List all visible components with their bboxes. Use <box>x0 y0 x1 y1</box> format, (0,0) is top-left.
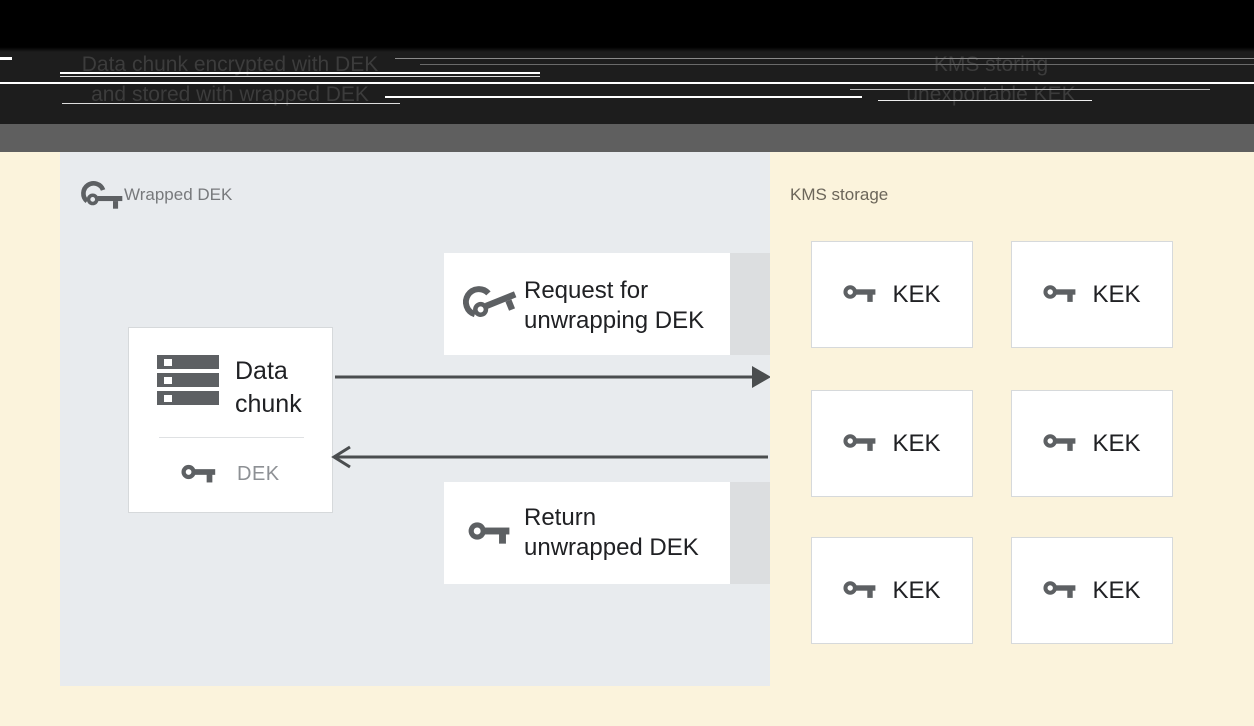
key-icon <box>843 429 879 458</box>
kek-label: KEK <box>1092 576 1141 604</box>
glitch-line <box>385 96 862 98</box>
return-arrowhead-icon <box>331 445 351 469</box>
return-box: Return unwrapped DEK <box>444 482 730 584</box>
return-box-tab <box>730 482 770 584</box>
kek-box-5: KEK <box>811 537 973 644</box>
kek-label: KEK <box>892 576 941 604</box>
glitch-line <box>60 76 540 77</box>
glitch-line <box>60 72 540 74</box>
request-box: Request for unwrapping DEK <box>444 253 730 355</box>
caption-left: Data chunk encrypted with DEK and stored… <box>60 50 400 110</box>
kek-label: KEK <box>892 429 941 457</box>
request-box-label: Request for unwrapping DEK <box>524 276 704 336</box>
glitch-line <box>878 100 1092 101</box>
divider <box>159 437 304 438</box>
key-icon <box>1043 429 1079 458</box>
data-chunk-box: Data chunk DEK <box>128 327 333 513</box>
kek-box-6: KEK <box>1011 537 1173 644</box>
caption-right: KMS storing unexportable KEK <box>860 50 1122 110</box>
glitch-line <box>62 103 400 104</box>
data-chunk-label: Data chunk <box>235 355 302 421</box>
glitch-line <box>420 64 1254 65</box>
key-icon <box>462 275 518 332</box>
request-box-tab <box>730 253 770 355</box>
caption-left-line2: and stored with wrapped DEK <box>91 83 369 106</box>
kek-box-1: KEK <box>811 241 973 348</box>
return-box-label: Return unwrapped DEK <box>524 503 699 563</box>
panel-title-wrapped-dek: Wrapped DEK <box>124 185 233 204</box>
data-chunk-line2: chunk <box>235 390 302 418</box>
return-line2: unwrapped DEK <box>524 534 699 561</box>
request-line1: Request for <box>524 277 649 304</box>
dek-label: DEK <box>237 463 280 485</box>
kek-box-3: KEK <box>811 390 973 497</box>
kek-label: KEK <box>1092 280 1141 308</box>
request-line2: unwrapping DEK <box>524 307 705 334</box>
key-icon <box>1043 280 1079 309</box>
kek-box-4: KEK <box>1011 390 1173 497</box>
key-icon <box>468 516 514 551</box>
glitch-line <box>0 57 12 60</box>
wrapped-dek-panel: Wrapped DEK Data chunk <box>60 152 770 686</box>
glitch-line <box>850 89 1210 90</box>
key-icon <box>843 280 879 309</box>
kms-storage-title: KMS storage <box>790 185 889 204</box>
caption-right-line1: KMS storing <box>933 53 1049 76</box>
diagram-header: Data chunk encrypted with DEK and stored… <box>0 0 1254 124</box>
caption-left-line1: Data chunk encrypted with DEK <box>81 53 379 76</box>
data-chunk-line1: Data <box>235 357 288 385</box>
storage-stack-icon <box>157 355 219 410</box>
kek-label: KEK <box>892 280 941 308</box>
glitch-line <box>395 58 1254 59</box>
key-icon <box>1043 576 1079 605</box>
key-icon <box>80 176 124 221</box>
glitch-line <box>0 82 1254 84</box>
return-line1: Return <box>524 504 597 531</box>
kek-box-2: KEK <box>1011 241 1173 348</box>
request-arrowhead-icon <box>752 366 770 388</box>
caption-right-line2: unexportable KEK <box>906 83 1076 106</box>
kek-label: KEK <box>1092 429 1141 457</box>
key-icon <box>181 459 219 490</box>
header-divider-bar <box>0 124 1254 152</box>
diagram-body: Wrapped DEK Data chunk <box>0 152 1254 726</box>
key-icon <box>843 576 879 605</box>
